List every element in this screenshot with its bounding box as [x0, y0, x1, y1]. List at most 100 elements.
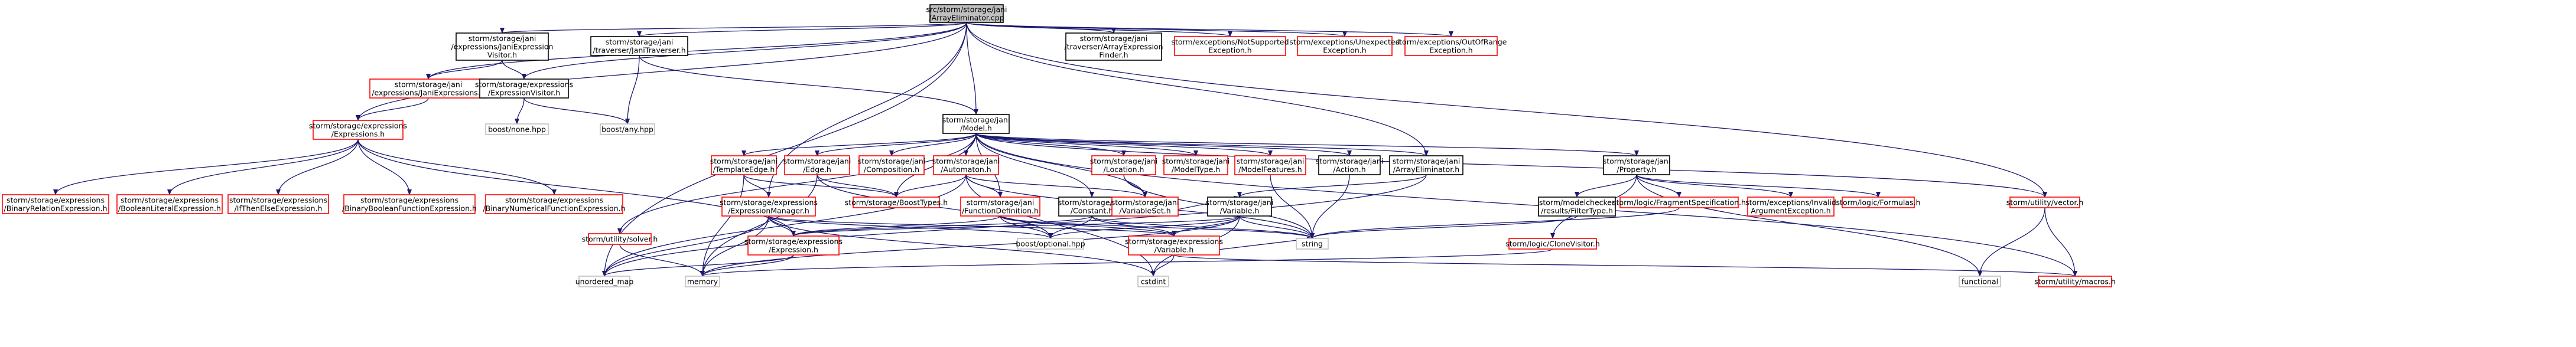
edge-model-to-comp: [889, 133, 977, 156]
edge-constant-to-string: [1091, 215, 1315, 239]
node-comp[interactable]: storm/storage/jani/Composition.h: [858, 155, 926, 175]
node-label-line: /Constant.h: [1071, 207, 1113, 215]
edge-model-to-action: [975, 133, 1352, 156]
node-formulas[interactable]: storm/logic/Formulas.h: [1836, 197, 1921, 208]
node-expression[interactable]: storm/storage/expressions/Expression.h: [744, 235, 843, 256]
node-binrel[interactable]: storm/storage/expressions/BinaryRelation…: [2, 194, 109, 214]
node-label-line: storm/storage/BoostTypes.h: [845, 198, 948, 207]
node-label-line: storm/storage/expressions: [309, 122, 407, 130]
node-fragspec[interactable]: storm/logic/FragmentSpecification.h: [1612, 197, 1746, 208]
node-box: [1842, 197, 1915, 208]
node-label-line: /ExpressionVisitor.h: [488, 89, 560, 97]
node-label-line: /BinaryNumericalFunctionExpression.h: [483, 204, 625, 213]
node-box: [1318, 155, 1381, 175]
node-modelfeat[interactable]: storm/storage/jani/ModelFeatures.h: [1234, 155, 1306, 175]
node-edge[interactable]: storm/storage/jani/Edge.h: [783, 155, 851, 175]
edge-exprs-to-binrel: [53, 139, 359, 195]
edge-root-to-expvis: [522, 22, 967, 80]
node-label-line: storm/storage/jani: [1058, 198, 1126, 207]
edge-model-to-location: [975, 133, 1126, 156]
node-variable[interactable]: storm/storage/jani/Variable.h: [1206, 197, 1274, 217]
node-box: [942, 114, 1010, 134]
edge-exprs-to-binnum: [357, 139, 557, 195]
edge-model-to-constant: [975, 133, 1094, 198]
node-jexpvis[interactable]: storm/storage/jani/expressions/JaniExpre…: [451, 32, 554, 61]
node-action[interactable]: storm/storage/jani/Action.h: [1316, 155, 1384, 175]
node-templ[interactable]: storm/storage/jani/TemplateEdge.h: [710, 155, 778, 175]
node-box: [1959, 276, 2001, 287]
node-trav[interactable]: storm/storage/jani/traverser/JaniTravers…: [590, 36, 688, 56]
edge-exprmgr-to-memory: [700, 215, 769, 277]
node-solver[interactable]: storm/utility/solver.h: [582, 233, 658, 245]
node-label-line: storm/storage/expressions: [720, 198, 818, 207]
node-label-line: storm/storage/jani: [1090, 157, 1158, 166]
node-automaton[interactable]: storm/storage/jani/Automaton.h: [932, 155, 1000, 175]
node-box: [784, 155, 850, 175]
edge-model-to-varset: [975, 133, 1147, 198]
node-binnum[interactable]: storm/storage/expressions/BinaryNumerica…: [483, 194, 626, 214]
node-varset[interactable]: storm/storage/jani/VariableSet.h: [1111, 197, 1179, 217]
node-box: [1111, 197, 1179, 217]
node-string: string: [1296, 238, 1329, 250]
node-invarg[interactable]: storm/exceptions/InvalidArgumentExceptio…: [1745, 197, 1836, 217]
node-boollit[interactable]: storm/storage/expressions/BooleanLiteral…: [116, 194, 223, 214]
node-location[interactable]: storm/storage/jani/Location.h: [1090, 155, 1158, 175]
node-modeltype[interactable]: storm/storage/jani/ModelType.h: [1162, 155, 1230, 175]
edge-automaton-to-umap: [602, 174, 967, 277]
node-label-line: storm/exceptions/Unexpected: [1289, 38, 1400, 47]
edge-variable-to-optional: [1048, 215, 1240, 239]
node-box: [721, 197, 816, 217]
node-label-line: storm/storage/jani: [1162, 157, 1230, 166]
node-root[interactable]: src/storm/storage/jani/ArrayEliminator.c…: [926, 4, 1007, 23]
node-binbool[interactable]: storm/storage/expressions/BinaryBooleanF…: [342, 194, 477, 214]
edge-solver-to-memory: [619, 244, 705, 277]
node-label-line: /ModelFeatures.h: [1238, 165, 1302, 174]
edge-templ-to-boosttypes: [743, 174, 899, 198]
node-boosttypes[interactable]: storm/storage/BoostTypes.h: [845, 197, 948, 208]
node-funcdef[interactable]: storm/storage/jani/FunctionDefinition.h: [960, 197, 1040, 217]
edge-property-to-fragspec: [1636, 174, 1681, 198]
node-exprs[interactable]: storm/storage/expressions/Expressions.h: [309, 120, 407, 140]
node-label-line: /Expression.h: [769, 245, 818, 254]
edge-root-to-jexpr: [426, 22, 967, 80]
node-arrtrav[interactable]: storm/storage/jani/traverser/ArrayExpres…: [1064, 32, 1163, 61]
node-model[interactable]: storm/storage/jani/Model.h: [942, 114, 1010, 134]
node-arrelim[interactable]: storm/storage/jani/ArrayEliminator.h: [1389, 155, 1463, 175]
node-box: [1297, 36, 1393, 56]
node-expvis[interactable]: storm/storage/expressions/ExpressionVisi…: [475, 78, 573, 99]
node-box: [711, 155, 777, 175]
node-box: [1163, 155, 1228, 175]
node-filtertype[interactable]: storm/modelchecker/results/FilterType.h: [1538, 197, 1616, 217]
edge-templ-to-exprmgr: [743, 174, 771, 198]
node-exprvar[interactable]: storm/storage/expressions/Variable.h: [1125, 235, 1223, 256]
node-property[interactable]: storm/storage/jani/Property.h: [1603, 155, 1671, 175]
node-box: [1128, 235, 1220, 256]
node-exprmgr[interactable]: storm/storage/expressions/ExpressionMana…: [720, 197, 818, 217]
node-label-line: boost/any.hpp: [601, 125, 653, 134]
node-box: [600, 123, 655, 135]
node-label-line: storm/utility/solver.h: [582, 235, 658, 244]
edge-jexpvis-to-jexpr: [426, 60, 503, 80]
edge-expvis-to-none: [515, 97, 525, 125]
node-ite[interactable]: storm/storage/expressions/IfThenElseExpr…: [227, 194, 329, 214]
edge-variable-to-memory: [700, 215, 1240, 277]
node-jexpr[interactable]: storm/storage/jani/expressions/JaniExpre…: [369, 78, 487, 99]
edge-model-to-vector: [975, 133, 2047, 198]
node-box: [1234, 155, 1306, 175]
node-macros[interactable]: storm/utility/macros.h: [2034, 276, 2116, 287]
node-label-line: src/storm/storage/jani: [926, 5, 1007, 14]
edge-modelfeat-to-string: [1270, 174, 1315, 239]
node-label-line: storm/storage/jani: [606, 38, 674, 47]
node-label-line: /Variable.h: [1154, 245, 1194, 254]
edge-edge-to-boosttypes: [817, 174, 899, 198]
node-label-line: storm/storage/expressions: [475, 80, 573, 89]
edge-filtertype-to-string: [1310, 215, 1578, 239]
edge-exprs-to-binbool: [357, 139, 412, 195]
edge-variable-to-string: [1239, 215, 1315, 239]
edge-root-to-arrelim: [966, 22, 1429, 156]
node-vector[interactable]: storm/utility/vector.h: [2006, 197, 2084, 208]
node-clonevis[interactable]: storm/logic/CloneVisitor.h: [1505, 238, 1600, 250]
